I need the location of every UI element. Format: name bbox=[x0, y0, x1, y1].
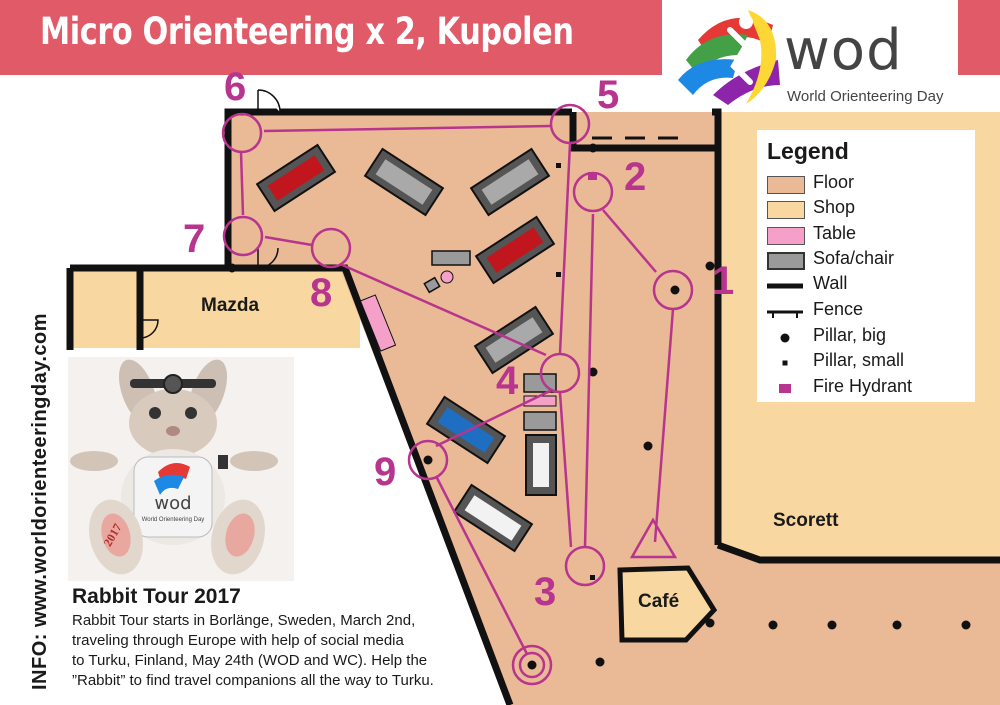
legend-item-fence: Fence bbox=[767, 299, 977, 323]
control-number-8: 8 bbox=[310, 271, 332, 315]
control-number-5: 5 bbox=[597, 73, 619, 117]
legend-item-small-pillar: Pillar, small bbox=[767, 350, 977, 374]
shirt-tagline: World Orienteering Day bbox=[142, 517, 205, 523]
floor-extension bbox=[718, 545, 1000, 705]
tables-pink bbox=[359, 270, 557, 407]
rabbit-photo: wod World Orienteering Day 2017 bbox=[68, 357, 294, 581]
rabbit-line-4: ”Rabbit” to find travel companions all t… bbox=[72, 672, 434, 689]
legend-title: Legend bbox=[767, 138, 849, 164]
door-top bbox=[257, 89, 281, 113]
table-swatch-icon bbox=[767, 227, 805, 245]
sofa-blue bbox=[425, 395, 507, 465]
legend-item-floor: Floor bbox=[767, 172, 977, 196]
course-controls bbox=[221, 103, 694, 686]
sofa-swatch-icon bbox=[767, 252, 805, 270]
rabbit-tour-title: Rabbit Tour 2017 bbox=[72, 585, 241, 608]
control-number-6: 6 bbox=[224, 65, 246, 109]
sofas-red bbox=[255, 143, 556, 285]
door-mazda bbox=[139, 319, 159, 339]
legend-item-wall: Wall bbox=[767, 273, 977, 297]
course-lines bbox=[239, 124, 675, 655]
control-numbers: 1 2 3 4 5 6 7 8 9 bbox=[183, 65, 734, 614]
walls bbox=[66, 108, 1000, 705]
control-number-4: 4 bbox=[496, 359, 519, 403]
legend-item-big-pillar: Pillar, big bbox=[767, 325, 977, 349]
cafe-shop bbox=[617, 565, 718, 643]
big-pillars bbox=[227, 143, 971, 670]
rabbit-line-2: traveling through Europe with help of so… bbox=[72, 632, 404, 649]
control-number-1: 1 bbox=[712, 259, 734, 303]
rabbit-mascot-icon: wod World Orienteering Day 2017 bbox=[70, 359, 278, 575]
small-pillars bbox=[556, 163, 595, 580]
mazda-shop-area bbox=[70, 268, 360, 348]
legend-item-table: Table bbox=[767, 223, 977, 247]
rabbit-tour-text: Rabbit Tour starts in Borlänge, Sweden, … bbox=[72, 611, 502, 691]
page-title: Micro Orienteering x 2, Kupolen bbox=[40, 10, 574, 53]
wod-tagline: World Orienteering Day bbox=[787, 88, 944, 105]
rabbit-line-1: Rabbit Tour starts in Borlänge, Sweden, … bbox=[72, 612, 416, 629]
control-number-9: 9 bbox=[374, 450, 396, 494]
legend-item-sofa: Sofa/chair bbox=[767, 248, 977, 272]
wod-wordmark: wod bbox=[784, 18, 903, 83]
fire-hydrant bbox=[588, 172, 597, 180]
rabbit-line-3: to Turku, Finland, May 24th (WOD and WC)… bbox=[72, 652, 428, 669]
area-label-mazda: Mazda bbox=[201, 295, 260, 316]
legend-item-fire-hydrant: Fire Hydrant bbox=[767, 376, 977, 400]
shirt-wordmark: wod bbox=[154, 493, 191, 514]
shop-swatch-icon bbox=[767, 201, 805, 219]
runner-logo-icon bbox=[678, 10, 780, 105]
fence-line-icon bbox=[767, 310, 803, 318]
floor-swatch-icon bbox=[767, 176, 805, 194]
info-url-vertical[interactable]: INFO: www.worldorienteeringday.com bbox=[29, 312, 51, 690]
control-number-7: 7 bbox=[183, 217, 205, 261]
legend-item-shop: Shop bbox=[767, 197, 977, 221]
wall-line-icon bbox=[767, 283, 803, 289]
door-mid bbox=[257, 247, 279, 269]
legend: Legend Floor Shop Table Sofa/chair Wall … bbox=[757, 130, 975, 402]
small-pillar-square-icon bbox=[782, 360, 788, 366]
fire-hydrant-rect-icon bbox=[779, 384, 791, 393]
area-label-cafe: Café bbox=[638, 591, 680, 612]
wod-logo: wod World Orienteering Day bbox=[662, 0, 958, 112]
control-number-3: 3 bbox=[534, 570, 556, 614]
area-label-scorett: Scorett bbox=[773, 510, 839, 531]
floor-area bbox=[228, 112, 960, 705]
control-number-2: 2 bbox=[624, 155, 646, 199]
sofas-gray bbox=[363, 147, 557, 553]
big-pillar-dot-icon bbox=[780, 333, 790, 343]
